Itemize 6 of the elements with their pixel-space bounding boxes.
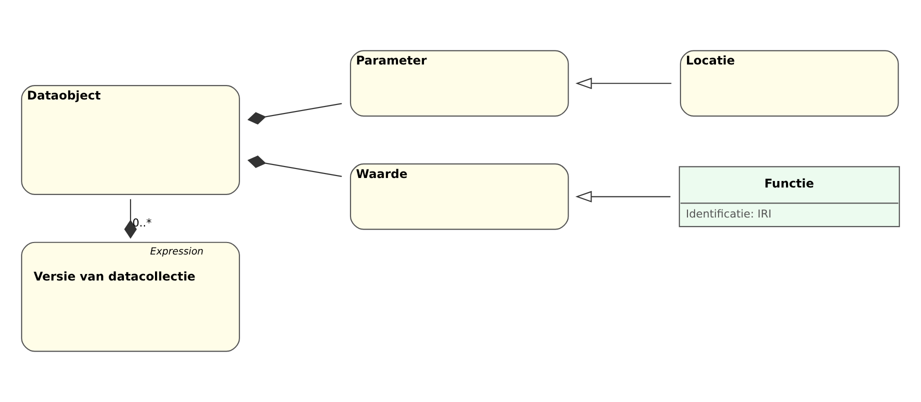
connector [124, 199, 137, 239]
arrow [575, 190, 670, 202]
arrow [575, 78, 672, 90]
connector [247, 103, 342, 125]
connector [247, 155, 342, 177]
edge-label: 0..* [132, 216, 152, 230]
